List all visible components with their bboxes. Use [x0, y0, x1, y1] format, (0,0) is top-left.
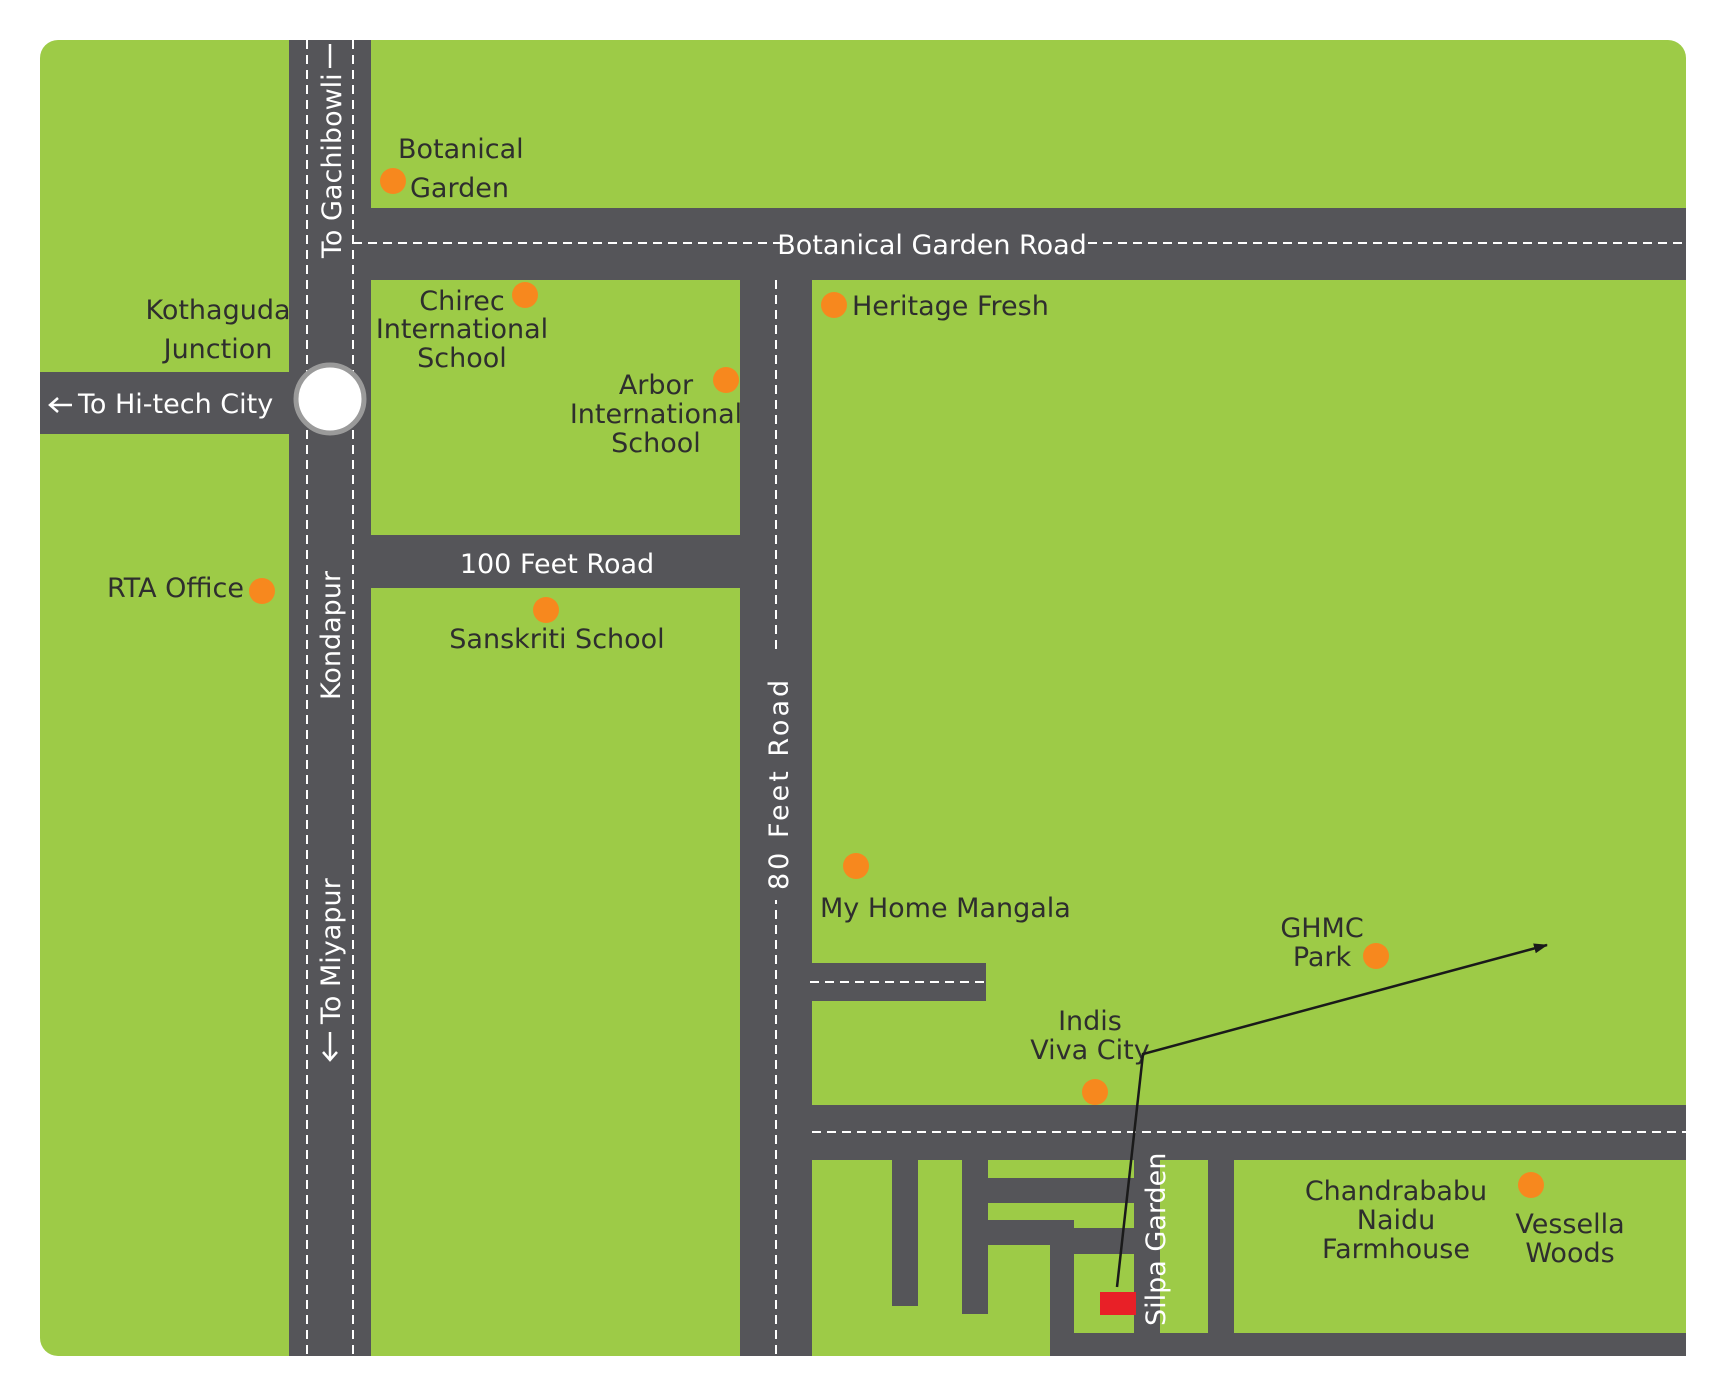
- label-indis-viva-city-line1: Indis: [1058, 1006, 1122, 1037]
- road-labels: To Hi-tech City To Gachibowli Botanical …: [48, 44, 1172, 1326]
- road-side-lane: [810, 963, 986, 1001]
- label-heritage-fresh: Heritage Fresh: [852, 291, 1049, 322]
- label-arbor-line2: International: [570, 399, 742, 430]
- road-label-hundred-feet: 100 Feet Road: [460, 549, 654, 580]
- label-chirec-line1: Chirec: [419, 286, 504, 317]
- eighty-feet-label-backing: [762, 650, 792, 900]
- road-kondapur-main: [289, 40, 371, 1356]
- label-cbn-farmhouse-line3: Farmhouse: [1322, 1234, 1470, 1265]
- label-ghmc-park-line2: Park: [1293, 942, 1352, 973]
- poi-marker-rta-office: [249, 578, 275, 604]
- label-vessella-woods-line2: Woods: [1525, 1238, 1614, 1269]
- hitech-arrow-icon: [48, 397, 72, 413]
- road-cross-3: [1072, 1228, 1136, 1254]
- label-arbor-line1: Arbor: [619, 370, 694, 401]
- label-chirec-line3: School: [417, 343, 507, 374]
- poi-marker-botanical-garden: [380, 168, 406, 194]
- label-vessella-woods-line1: Vessella: [1515, 1209, 1624, 1240]
- botanical-label-backing: [782, 227, 1082, 261]
- poi-marker-vessella-woods: [1518, 1172, 1544, 1198]
- label-arbor-line3: School: [611, 428, 701, 459]
- road-silpa-garden: [1134, 1158, 1160, 1356]
- road-stub-2: [962, 1158, 988, 1314]
- road-label-botanical-garden: Botanical Garden Road: [777, 230, 1087, 261]
- label-ghmc-park-line1: GHMC: [1280, 913, 1363, 944]
- poi-markers: [249, 168, 1544, 1198]
- junction-label-line2: Junction: [162, 334, 273, 365]
- label-botanical-garden-line2: Garden: [410, 173, 509, 204]
- poi-marker-sanskriti: [533, 597, 559, 623]
- poi-marker-ghmc-park: [1363, 943, 1389, 969]
- road-label-kondapur: Kondapur: [316, 570, 347, 700]
- road-label-to-hitech-city: To Hi-tech City: [77, 389, 273, 420]
- label-cbn-farmhouse-line2: Naidu: [1357, 1205, 1436, 1236]
- poi-marker-heritage-fresh: [821, 292, 847, 318]
- road-to-hitech-city: [40, 372, 290, 434]
- road-east-vertical: [1208, 1158, 1234, 1336]
- junction-label-line1: Kothaguda: [145, 295, 290, 326]
- label-botanical-garden-line1: Botanical: [398, 134, 524, 165]
- label-my-home-mangala: My Home Mangala: [820, 893, 1071, 924]
- road-inner-vertical: [1050, 1220, 1074, 1356]
- road-stub-1: [892, 1158, 918, 1306]
- road-cross-1: [986, 1178, 1136, 1203]
- label-chirec-line2: International: [376, 314, 548, 345]
- poi-marker-my-home-mangala: [843, 853, 869, 879]
- road-label-eighty-feet: 80 Feet Road: [764, 677, 795, 890]
- land-area: [40, 40, 1686, 1356]
- site-pointer-arrow: [1115, 943, 1548, 1288]
- road-bottom: [1052, 1333, 1686, 1356]
- road-label-to-miyapur: To Miyapur: [316, 877, 347, 1025]
- road-hundred-feet: [370, 535, 742, 588]
- label-sanskriti-school: Sanskriti School: [449, 624, 664, 655]
- label-rta-office: RTA Office: [107, 573, 244, 604]
- road-label-silpa-garden: Silpa Garden: [1141, 1153, 1172, 1326]
- road-label-to-gachibowli: To Gachibowli: [317, 73, 348, 259]
- poi-labels: Botanical Garden Chirec International Sc…: [107, 134, 1625, 1269]
- miyapur-arrow-icon: [322, 1032, 338, 1062]
- label-cbn-farmhouse-line1: Chandrababu: [1305, 1176, 1487, 1207]
- poi-marker-arbor: [713, 367, 739, 393]
- poi-marker-chirec: [512, 282, 538, 308]
- poi-marker-indis-viva-city: [1082, 1079, 1108, 1105]
- label-indis-viva-city-line2: Viva City: [1030, 1035, 1149, 1066]
- kothaguda-junction-circle: [293, 362, 367, 436]
- site-location-marker: [1100, 1292, 1136, 1315]
